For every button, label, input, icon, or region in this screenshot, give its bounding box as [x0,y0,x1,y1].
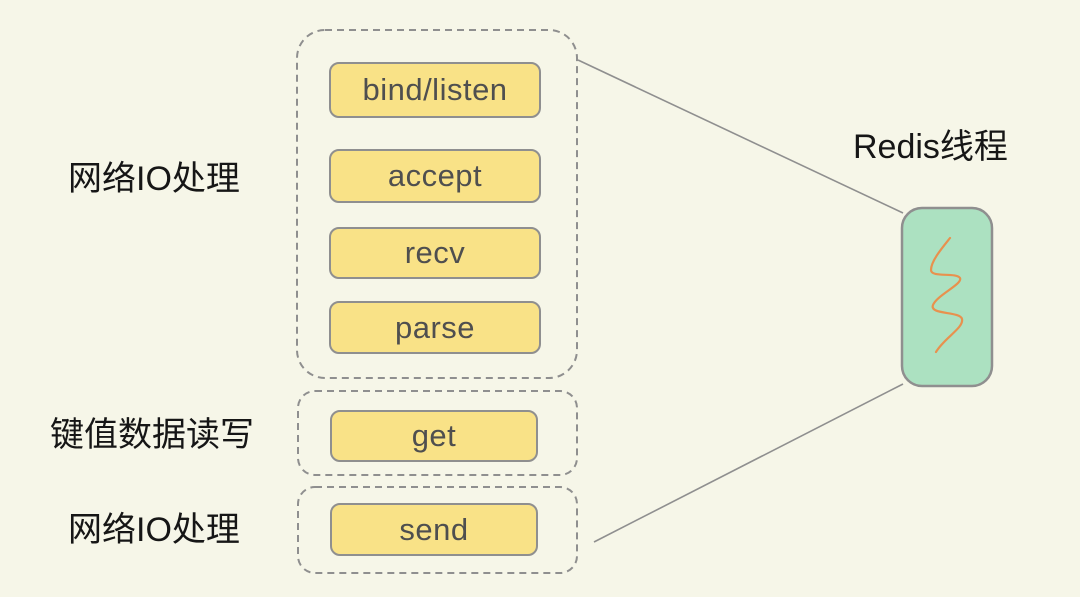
connector-send-to-thread [593,383,904,543]
step-box-get: get [330,410,538,462]
step-box-recv: recv [329,227,541,279]
step-box-accept: accept [329,149,541,203]
group-label-keyvalue-rw: 键值数据读写 [50,416,254,454]
step-box-bind-listen: bind/listen [329,62,541,118]
redis-thread-shape [900,206,994,388]
step-box-send: send [330,503,538,556]
group-label-network-io-1: 网络IO处理 [68,160,240,198]
step-box-parse: parse [329,301,541,354]
group-label-network-io-2: 网络IO处理 [68,511,240,549]
redis-thread-title: Redis线程 [853,128,1008,166]
squiggle-thread-icon [929,236,964,354]
